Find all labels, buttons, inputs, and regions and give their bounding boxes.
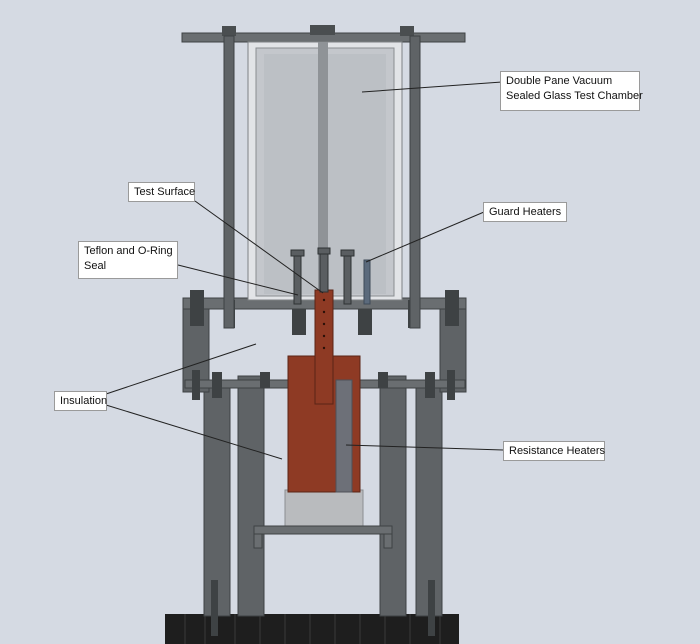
thermocouple-holes [322,298,326,350]
leader-lines [105,81,504,460]
callout-chamber-line1: Double Pane Vacuum [506,75,613,87]
callout-chamber-line2: Sealed Glass Test Chamber [506,90,643,102]
callout-resistance-heaters-label: Resistance Heaters [509,445,605,457]
callout-insulation-label: Insulation [60,395,108,407]
callout-resistance-heaters: Resistance Heaters [503,441,605,461]
callout-teflon-line1: Teflon and O-Ring [84,245,173,257]
callout-test-surface-label: Test Surface [134,186,196,198]
support-legs [203,375,443,617]
resistance-heater-cartridge [335,379,353,493]
callout-insulation: Insulation [54,391,107,411]
copper-heater-block [287,289,361,493]
glass-test-chamber [181,25,466,329]
callout-guard-heaters-label: Guard Heaters [489,206,562,218]
callout-teflon-seal: Teflon and O-Ring Seal [78,241,178,279]
callout-guard-heaters: Guard Heaters [483,202,567,222]
seal-screws [290,247,355,305]
callout-teflon-line2: Seal [84,260,107,272]
callout-chamber: Double Pane Vacuum Sealed Glass Test Cha… [500,71,643,111]
base-plate [165,614,459,644]
upper-frame-posts [182,299,467,393]
callout-test-surface: Test Surface [128,182,195,202]
guard-heater-rod [363,259,371,305]
leg-feet [211,580,435,636]
insulation-block [284,489,364,531]
bottom-cradle [253,525,393,549]
